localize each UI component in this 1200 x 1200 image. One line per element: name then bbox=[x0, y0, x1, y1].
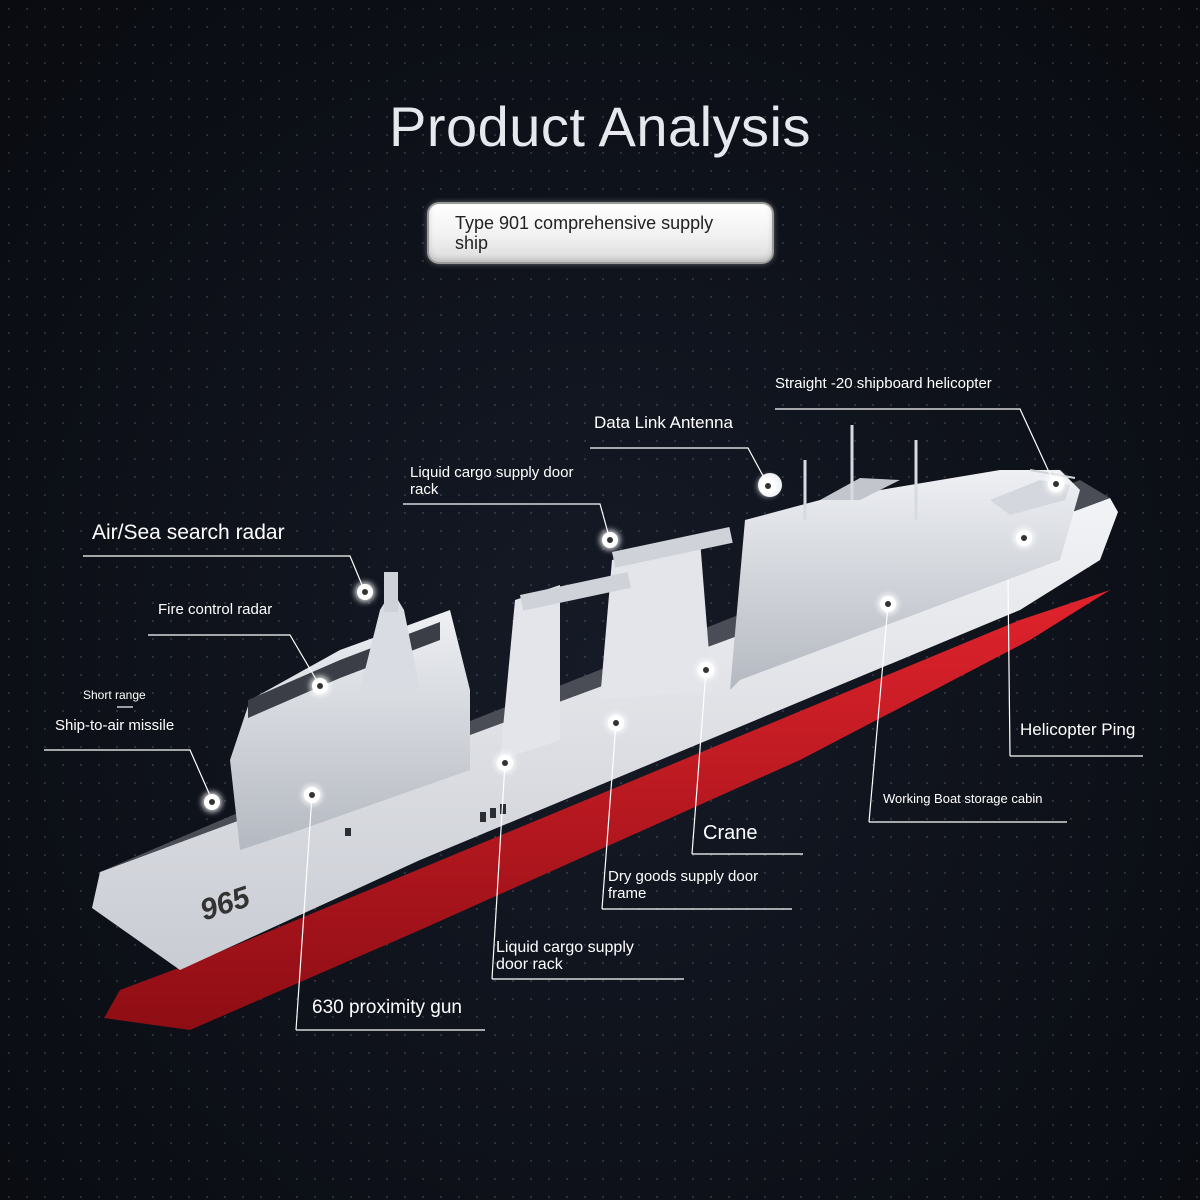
label-ship-to-air-missile: Ship-to-air missile bbox=[55, 717, 175, 734]
marker-dry-goods-frame bbox=[608, 715, 624, 731]
page-title: Product Analysis bbox=[389, 95, 811, 158]
marker-liquid-cargo-rack-lower bbox=[497, 755, 513, 771]
label-air-sea-radar: Air/Sea search radar bbox=[92, 521, 285, 544]
label-fire-control-radar: Fire control radar bbox=[158, 601, 273, 618]
marker-helicopter bbox=[1048, 476, 1064, 492]
aft-superstructure bbox=[730, 470, 1080, 690]
marker-fire-control-radar bbox=[312, 678, 328, 694]
marker-proximity-gun bbox=[304, 787, 320, 803]
label-liquid-cargo-rack-upper: Liquid cargo supply door rack bbox=[410, 464, 574, 498]
marker-crane bbox=[698, 662, 714, 678]
marker-working-boat-cabin bbox=[880, 596, 896, 612]
radar-mast bbox=[360, 590, 420, 690]
label-dry-goods-frame: Dry goods supply door frame bbox=[608, 868, 759, 902]
lower-hull bbox=[104, 590, 1110, 1030]
marker-ship-to-air-missile bbox=[204, 794, 220, 810]
label-working-boat-cabin: Working Boat storage cabin bbox=[883, 791, 1043, 806]
label-crane: Crane bbox=[703, 822, 758, 844]
marker-data-link-antenna bbox=[760, 478, 776, 494]
marker-air-sea-radar bbox=[357, 584, 373, 600]
product-name-badge: Type 901 comprehensive supply ship bbox=[427, 202, 774, 264]
label-helicopter: Straight -20 shipboard helicopter bbox=[775, 375, 992, 392]
callout-lines bbox=[44, 408, 1143, 1031]
label-helicopter-ping: Helicopter Ping bbox=[1020, 720, 1136, 739]
marker-liquid-cargo-rack-upper bbox=[602, 532, 618, 548]
label-data-link-antenna: Data Link Antenna bbox=[594, 413, 733, 432]
label-proximity-gun: 630 proximity gun bbox=[312, 997, 462, 1018]
label-short-range: Short range bbox=[83, 688, 146, 702]
label-liquid-cargo-rack-lower: Liquid cargo supply door rack bbox=[496, 939, 634, 973]
gantry-1 bbox=[500, 585, 560, 760]
marker-helicopter-ping bbox=[1016, 530, 1032, 546]
